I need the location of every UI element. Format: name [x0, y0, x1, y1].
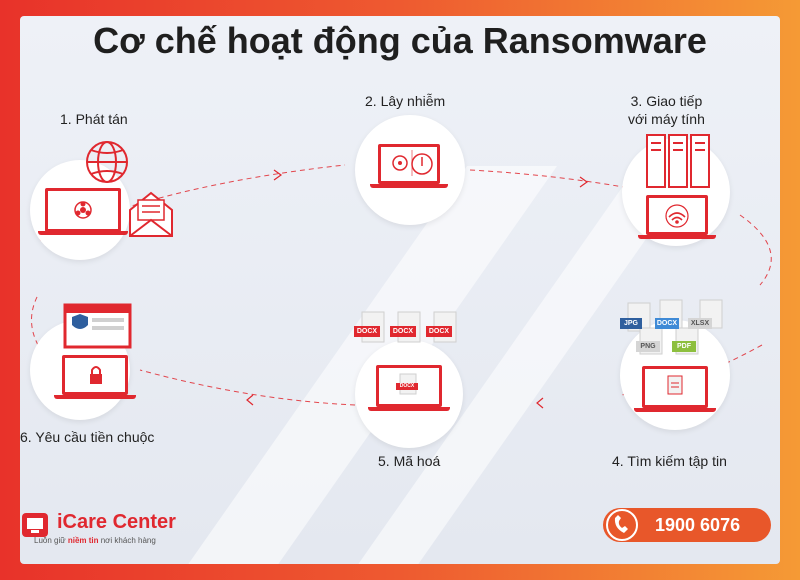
png-file-icon: PNG	[640, 343, 656, 350]
docx-file-icon: DOCX	[356, 328, 378, 335]
laptop-base	[638, 235, 716, 239]
brand-tagline: Luôn giữ niềm tin nơi khách hàng	[34, 536, 156, 545]
step4-label: 4. Tìm kiếm tập tin	[612, 453, 727, 469]
xlsx-file-icon: XLSX	[690, 320, 710, 327]
docx-file-icon: DOCX	[428, 328, 450, 335]
step1-label: 1. Phát tán	[60, 111, 128, 127]
tagline-post: nơi khách hàng	[98, 536, 156, 545]
laptop-icon	[646, 195, 708, 235]
page-title: Cơ chế hoạt động của Ransomware	[93, 20, 707, 61]
step2-label: 2. Lây nhiễm	[365, 93, 446, 109]
hotline-number[interactable]: 1900 6076	[655, 515, 741, 535]
step3-label-line1: 3. Giao tiếp	[630, 93, 703, 109]
laptop-base	[38, 231, 128, 235]
content-panel	[20, 16, 780, 564]
docx-file-icon: DOCX	[392, 328, 414, 335]
step6-label: 6. Yêu cầu tiền chuộc	[20, 429, 155, 445]
docx-file-icon: DOCX	[399, 383, 415, 389]
laptop-base	[370, 184, 448, 188]
jpg-file-icon: JPG	[623, 320, 638, 327]
tagline-pre: Luôn giữ	[34, 536, 68, 545]
step3-label: 3. Giao tiếp với máy tính	[628, 92, 705, 128]
step3-label-line2: với máy tính	[628, 111, 705, 127]
tagline-strong: niềm tin	[67, 536, 99, 545]
brand-name: iCare Center	[57, 511, 176, 533]
step5-label: 5. Mã hoá	[378, 453, 441, 469]
laptop-base	[368, 407, 450, 411]
infected-laptop-icon	[378, 144, 440, 184]
laptop-base	[634, 408, 716, 412]
laptop-base	[54, 395, 136, 399]
docx-file-icon: DOCX	[656, 320, 678, 327]
pdf-file-icon: PDF	[677, 343, 691, 350]
logo-icon	[22, 513, 48, 537]
